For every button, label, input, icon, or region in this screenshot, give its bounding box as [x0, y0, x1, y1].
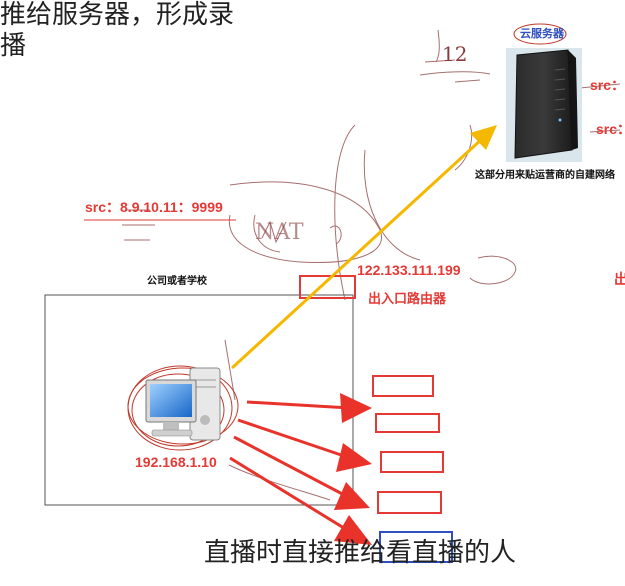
cloud-server-label: 云服务器 [520, 28, 564, 40]
viewer-box-3 [380, 451, 444, 473]
handwriting-number: 12 [442, 42, 468, 66]
viewer-arrows [229, 393, 372, 545]
handwriting-scribbles [122, 29, 621, 501]
src-label-bottom: src： [596, 121, 625, 137]
pc-ip: 192.168.1.10 [135, 454, 217, 470]
push-to-server-note: 推给服务器，形成录播 [0, 0, 235, 61]
desktop-pc-icon [127, 365, 239, 451]
src-label-top: src： [590, 77, 625, 93]
direct-push-note: 直播时直接推给看直播的人 [204, 538, 517, 568]
router-ip: 122.133.111.199 [357, 262, 461, 278]
cloud-server [506, 23, 582, 162]
server-label-scribble [513, 23, 567, 45]
campus-title: 公司或者学校 [147, 276, 207, 287]
viewer-box-1 [372, 375, 434, 397]
nat-scribble: NAT [255, 220, 304, 245]
right-edge-label: 出 [614, 271, 625, 287]
viewer-boxes [372, 375, 444, 514]
viewer-box-4 [377, 491, 442, 514]
viewer-arrow-3 [233, 435, 370, 510]
server-tower-icon [514, 49, 578, 159]
viewer-arrow-1 [246, 393, 372, 423]
push-to-server-arrow [230, 125, 497, 370]
viewer-arrow-4 [229, 456, 372, 545]
viewer-box-5 [379, 531, 453, 563]
viewer-arrow-2 [237, 418, 372, 472]
cloud-caption: 这部分用来贴运营商的自建网络 [475, 170, 615, 181]
viewer-box-2 [375, 413, 440, 433]
src-address: src：8.9.10.11：9999 [85, 199, 223, 215]
router-caption: 出入口路由器 [368, 291, 447, 306]
router-box-icon [299, 275, 356, 299]
